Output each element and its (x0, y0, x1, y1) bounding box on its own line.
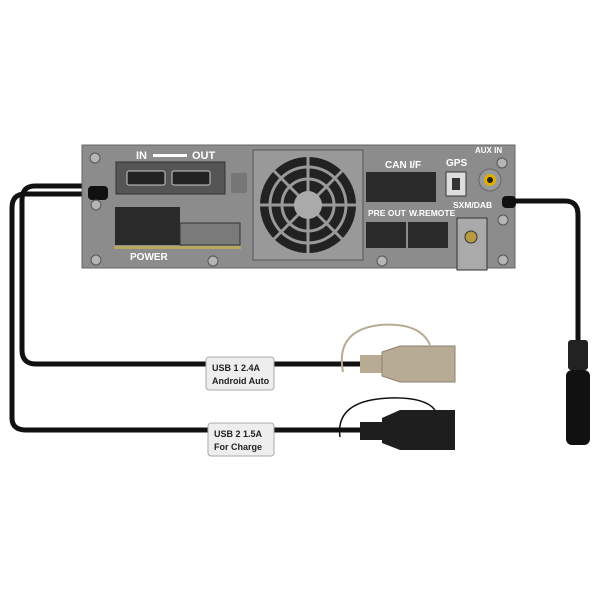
hdmi-in-label: IN (136, 150, 147, 162)
remote-connector (408, 222, 448, 248)
aux-plug (566, 340, 590, 445)
hdmi-out-port (171, 170, 211, 186)
screws (89, 152, 509, 267)
power-connector (115, 207, 180, 245)
hdmi-in-port (126, 170, 166, 186)
aux-label: AUX IN (475, 146, 502, 155)
aux-cable-grommet (502, 196, 516, 208)
remote-label: W.REMOTE (409, 208, 456, 218)
can-connector (366, 172, 436, 202)
power-rail (114, 246, 241, 249)
can-label: CAN I/F (385, 160, 421, 171)
usb1-line1: USB 1 2.4A (212, 363, 261, 373)
usb1-connector: USB 1 2.4A Android Auto (205, 323, 456, 391)
gps-label: GPS (446, 158, 467, 169)
blank-plug (231, 173, 247, 193)
rear-panel: IN OUT POWER CAN I/F GPS AUX IN SXM/DAB (81, 144, 516, 271)
usb2-connector: USB 2 1.5A For Charge (207, 397, 455, 457)
pre-out-label: PRE OUT (368, 208, 407, 218)
usb2-cable (9, 191, 360, 433)
hdmi-out-label: OUT (192, 150, 216, 162)
usb1-cable (19, 183, 360, 367)
usb2-line1: USB 2 1.5A (214, 429, 263, 439)
sxm-port (456, 217, 488, 271)
sxm-label: SXM/DAB (453, 200, 492, 210)
power-label: POWER (130, 252, 169, 263)
aux-cable (508, 198, 581, 345)
usb2-cap-strap (338, 397, 436, 438)
usb1-cap-strap (340, 323, 431, 373)
usb2-tag (207, 422, 275, 457)
hdmi-divider (153, 154, 187, 157)
usb1-line2: Android Auto (212, 376, 270, 386)
power-side (179, 222, 241, 246)
usb1-tag (205, 356, 275, 391)
usb-cable-grommet (88, 186, 108, 200)
pre-out-connector (366, 222, 406, 248)
usb-cables (9, 183, 581, 433)
usb2-line2: For Charge (214, 442, 262, 452)
